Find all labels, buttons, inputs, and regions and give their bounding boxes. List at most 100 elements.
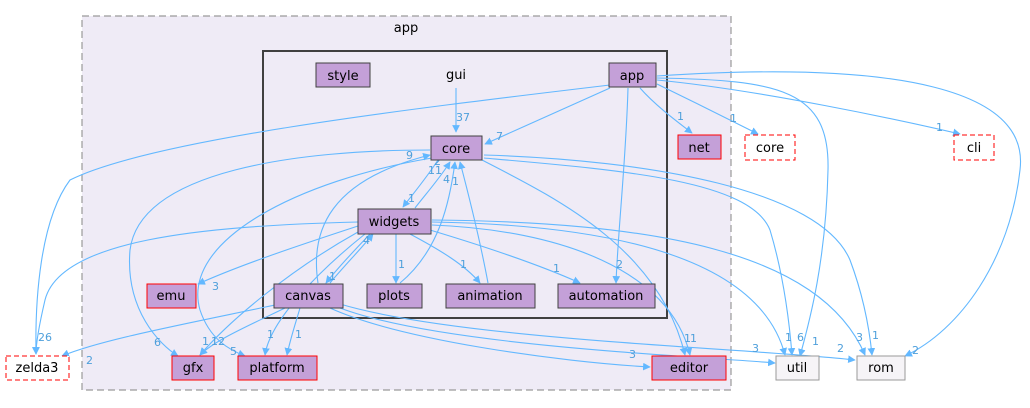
node-widgets-label: widgets bbox=[369, 215, 420, 230]
edge-core-widgets bbox=[402, 159, 439, 208]
node-gfx-label: gfx bbox=[183, 361, 204, 376]
node-core[interactable]: core bbox=[430, 135, 483, 161]
node-widgets[interactable]: widgets bbox=[357, 208, 432, 235]
edge-app-core bbox=[484, 87, 611, 145]
node-style-label: style bbox=[327, 69, 358, 84]
edge-core-util bbox=[483, 157, 796, 356]
label-widgets-core: 11 bbox=[428, 164, 442, 177]
cluster-app-label: app bbox=[394, 21, 418, 36]
node-automation[interactable]: automation bbox=[557, 283, 656, 309]
label-app-net: 1 bbox=[677, 110, 684, 123]
label-canvas-zelda3: 2 bbox=[86, 354, 93, 367]
label-animation-core: 1 bbox=[452, 175, 459, 188]
edge-app-util bbox=[656, 77, 829, 357]
node-zelda3[interactable]: zelda3 bbox=[5, 355, 70, 381]
label-gui-core: 37 bbox=[456, 111, 470, 124]
node-automation-label: automation bbox=[569, 289, 644, 304]
node-emu[interactable]: emu bbox=[146, 283, 197, 309]
edge-canvas-platform bbox=[284, 307, 301, 356]
node-animation[interactable]: animation bbox=[445, 283, 536, 309]
node-plots-label: plots bbox=[378, 289, 410, 304]
label-canvas-util: 3 bbox=[752, 342, 759, 355]
label-canvas-platform-b: 1 bbox=[295, 328, 302, 341]
label-canvas-editor: 3 bbox=[629, 348, 636, 361]
edge-widgets-gfx bbox=[199, 231, 359, 356]
edge-app-cli bbox=[656, 79, 961, 137]
label-widgets-plots: 1 bbox=[398, 258, 405, 271]
label-widgets-animation: 1 bbox=[460, 258, 467, 271]
label-widgets-gfx: 12 bbox=[211, 335, 225, 348]
label-canvas-core: 9 bbox=[406, 149, 413, 162]
node-net-label: net bbox=[688, 141, 709, 156]
node-editor[interactable]: editor bbox=[651, 355, 727, 381]
edge-widgets-rom bbox=[431, 219, 866, 356]
label-widgets-editor: 1 bbox=[684, 332, 691, 345]
label-widgets-core2: 2 bbox=[434, 155, 441, 168]
edge-widgets-editor bbox=[431, 224, 693, 356]
node-cli[interactable]: cli bbox=[953, 134, 995, 161]
label-app-automation: 2 bbox=[616, 258, 623, 271]
edge-widgets-automation bbox=[429, 229, 581, 284]
label-canvas-rom: 2 bbox=[837, 342, 844, 355]
label-widgets-automation: 1 bbox=[553, 262, 560, 275]
node-animation-label: animation bbox=[457, 289, 522, 304]
node-canvas-label: canvas bbox=[285, 289, 331, 304]
edge-plots-core bbox=[399, 161, 458, 284]
node-gfx[interactable]: gfx bbox=[171, 355, 215, 381]
edge-canvas-widgets bbox=[329, 233, 374, 284]
node-plots[interactable]: plots bbox=[366, 283, 423, 309]
label-widgets-canvas: 1 bbox=[329, 270, 336, 283]
node-canvas[interactable]: canvas bbox=[273, 283, 344, 309]
label-app-util: 1 bbox=[812, 335, 819, 348]
edge-widgets-animation bbox=[409, 233, 481, 284]
node-style[interactable]: style bbox=[315, 62, 371, 88]
edge-canvas-zelda3 bbox=[61, 304, 276, 357]
edge-core-rom bbox=[483, 154, 876, 356]
label-app-core: 7 bbox=[496, 130, 503, 143]
label-canvas-platform: 1 bbox=[267, 328, 274, 341]
label-app-zelda3: 26 bbox=[38, 331, 52, 344]
edge-widgets-core bbox=[414, 161, 451, 209]
node-editor-label: editor bbox=[670, 361, 709, 376]
edge-app-zelda3 bbox=[32, 84, 611, 355]
edge-canvas-util bbox=[334, 305, 776, 367]
edge-labels: 37 7 1 1 1 2 26 1 11 2 9 4 1 3 1 1 1 1 4… bbox=[38, 110, 943, 367]
label-canvas-widgets: 4 bbox=[363, 234, 370, 247]
node-ext-core-label: core bbox=[756, 141, 784, 156]
node-app-label: app bbox=[620, 69, 644, 84]
label-plots-core: 4 bbox=[443, 173, 450, 186]
node-cli-label: cli bbox=[967, 141, 981, 156]
edge-canvas-editor bbox=[329, 307, 651, 371]
node-zelda3-label: zelda3 bbox=[16, 361, 59, 376]
node-util-label: util bbox=[787, 361, 808, 376]
label-core-rom: 1 bbox=[872, 329, 879, 342]
node-ext-core[interactable]: core bbox=[744, 134, 796, 161]
label-canvas-gfx: 1 bbox=[202, 335, 209, 348]
edge-widgets-emu bbox=[197, 225, 359, 285]
node-net[interactable]: net bbox=[677, 134, 722, 160]
edge-core-editor bbox=[481, 159, 688, 356]
label-widgets-util: 6 bbox=[797, 331, 804, 344]
cluster-gui-label: gui bbox=[446, 68, 466, 83]
label-core-editor: 1 bbox=[690, 332, 697, 345]
node-platform[interactable]: platform bbox=[237, 355, 318, 381]
node-core-label: core bbox=[442, 142, 470, 157]
label-core-gfx: 6 bbox=[154, 336, 161, 349]
label-widgets-emu: 3 bbox=[212, 280, 219, 293]
edge-core-gfx bbox=[129, 149, 431, 357]
label-widgets-rom: 3 bbox=[856, 331, 863, 344]
edge-app-extcore bbox=[656, 83, 759, 135]
node-util[interactable]: util bbox=[775, 355, 820, 381]
label-core-util: 1 bbox=[785, 331, 792, 344]
cluster-gui: gui bbox=[262, 50, 668, 319]
label-app-extcore: 1 bbox=[730, 112, 737, 125]
edges bbox=[32, 71, 1022, 371]
edge-widgets-util bbox=[431, 221, 787, 356]
node-rom[interactable]: rom bbox=[856, 355, 906, 381]
label-core-widgets: 1 bbox=[408, 192, 415, 205]
node-app[interactable]: app bbox=[608, 62, 657, 88]
node-rom-label: rom bbox=[868, 361, 894, 376]
edge-widgets-zelda3 bbox=[32, 221, 359, 355]
edge-app-net bbox=[639, 87, 693, 134]
